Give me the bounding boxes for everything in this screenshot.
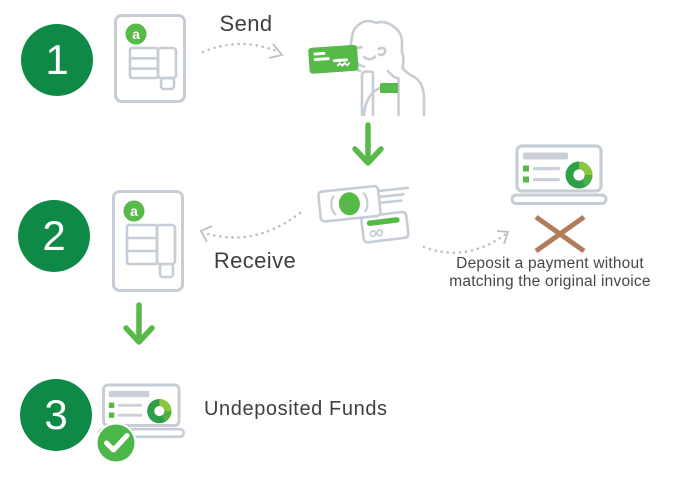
deposit-warning-text: Deposit a payment without matching the o…: [436, 255, 664, 291]
send-arrow-path: [201, 42, 281, 54]
laptop-donut-chart-icon: [510, 144, 608, 205]
send-label: Send: [219, 11, 273, 36]
donut-chart: [565, 161, 593, 189]
credit-card-icon: [308, 44, 359, 74]
down-arrow-1: [352, 122, 384, 166]
receive-arrow-path: [203, 211, 302, 239]
down-arrow-2: [123, 302, 155, 345]
credit-card-signature-squiggle: [336, 61, 351, 67]
credit-card-lines: [313, 51, 348, 63]
speed-lines: [376, 186, 410, 205]
invoice-a-badge: [123, 200, 145, 222]
person-right-arm: [413, 75, 426, 117]
list-bullet-2: [108, 412, 115, 418]
invoice-icon-step2: a: [112, 190, 184, 292]
cash-and-check-icon: [317, 184, 410, 244]
step-3-number-badge: 3: [20, 379, 92, 451]
laptop-base: [510, 193, 608, 205]
list-line-1: [117, 403, 143, 407]
list-line-2: [117, 413, 143, 417]
list-line-1: [533, 167, 560, 171]
check-green-bar: [366, 217, 400, 227]
invoice-a-letter: a: [130, 203, 138, 219]
check-card: [360, 210, 410, 244]
invoice-table-lines: [128, 46, 178, 91]
invoice-table-lines: [125, 223, 177, 279]
person-cuff: [360, 70, 375, 117]
person-neck: [400, 50, 416, 79]
screen-header-bar: [108, 390, 150, 398]
deposit-warning-line2: matching the original invoice: [449, 273, 651, 290]
step-1-number-badge: 1: [21, 24, 93, 96]
deposit-arrowhead: [496, 230, 510, 245]
send-arrow-dotted: [201, 42, 284, 59]
dollar-bill: [317, 184, 382, 223]
invoice-a-badge: [125, 23, 147, 45]
receive-arrow-dotted: [199, 211, 302, 243]
list-bullet-1: [523, 165, 529, 172]
screen-header-bar: [523, 152, 568, 160]
deposit-arrow-dotted: [422, 230, 510, 254]
person-smile: [362, 55, 377, 61]
checkmark-icon: [104, 433, 130, 453]
step-2-number-badge: 2: [18, 200, 90, 272]
bill-green-oval: [338, 192, 360, 216]
receive-label: Receive: [213, 248, 297, 273]
person-hair: [350, 19, 404, 54]
person-pocket: [380, 83, 398, 93]
credit-card-body: [308, 44, 359, 74]
donut-chart: [147, 398, 172, 424]
send-arrowhead: [268, 43, 284, 59]
invoice-a-letter: a: [132, 26, 140, 42]
bill-bracket-marks: [330, 192, 369, 216]
list-bullet-1: [108, 402, 115, 408]
invoice-icon-step1: a: [114, 14, 186, 103]
person-ear: [377, 46, 387, 57]
deposit-warning-line1: Deposit a payment without: [456, 255, 644, 272]
list-line-2: [533, 178, 560, 182]
receive-arrowhead: [199, 225, 213, 243]
x-mark-icon: [534, 214, 586, 254]
check-badge: [95, 422, 137, 464]
list-bullet-2: [523, 176, 529, 183]
undeposited-funds-label: Undeposited Funds: [204, 398, 388, 420]
person-chest: [386, 69, 400, 117]
deposit-arrow-path: [422, 232, 508, 254]
